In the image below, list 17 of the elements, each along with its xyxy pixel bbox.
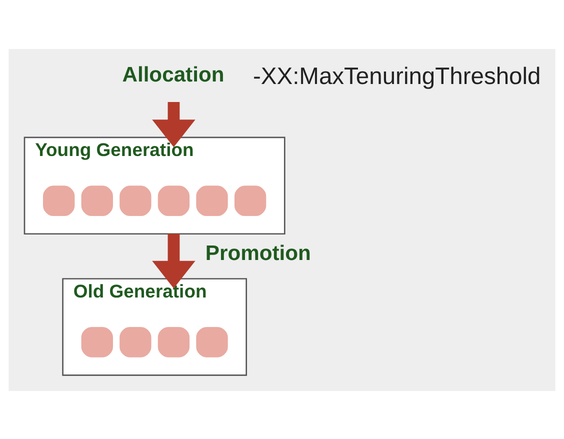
- cluster: Young Generation: [24, 136, 286, 234]
- node-box: [158, 185, 190, 216]
- arrow: [152, 233, 196, 288]
- arrow: [152, 101, 196, 147]
- node-box: [81, 326, 113, 357]
- node-box: [158, 326, 190, 357]
- cluster: Old Generation: [62, 278, 247, 376]
- label: -XX:MaxTenuringThreshold: [252, 62, 541, 90]
- node-box: [81, 185, 113, 216]
- node-box: [120, 185, 152, 216]
- edge-label: Promotion: [205, 242, 311, 265]
- node-box: [196, 185, 228, 216]
- node-box: [43, 185, 75, 216]
- node-box: [120, 326, 152, 357]
- node-text: Allocation: [122, 63, 224, 86]
- node-box: [234, 185, 266, 216]
- node-box: [196, 326, 228, 357]
